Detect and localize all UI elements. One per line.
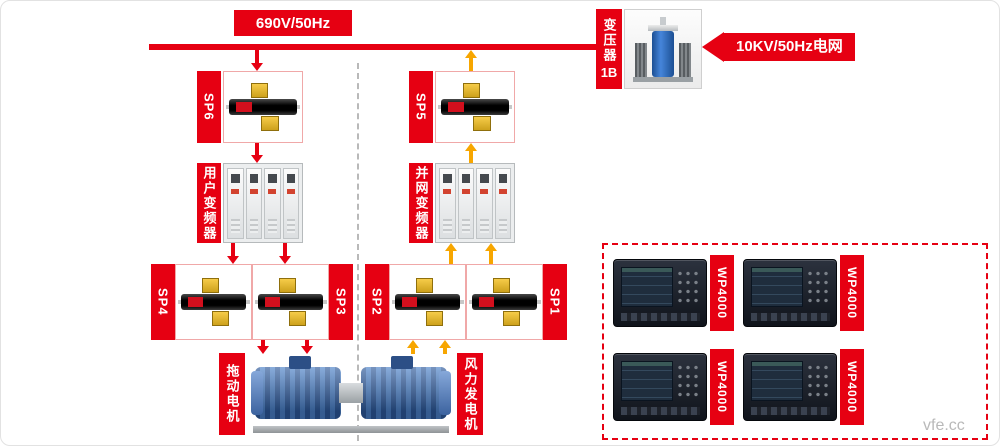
wp4000-image — [613, 259, 707, 327]
wp4000-unit: WP4000 — [613, 255, 734, 331]
sp6-label: SP6 — [197, 71, 221, 143]
divider-line — [357, 63, 359, 441]
wp4000-image — [743, 259, 837, 327]
power-flow-arrow-down — [257, 340, 269, 354]
grid-converter-label: 并网变频器 — [409, 163, 433, 243]
power-flow-arrow-down — [251, 143, 263, 163]
wp4000-label: WP4000 — [710, 255, 734, 331]
power-flow-arrow-down — [227, 243, 239, 264]
sp5-label: SP5 — [409, 71, 433, 143]
transformer-image — [624, 9, 702, 89]
bus-line — [149, 44, 601, 50]
power-flow-arrow-up — [465, 143, 477, 163]
power-flow-arrow-up — [445, 243, 457, 264]
transformer-name: 变压器 — [601, 18, 617, 63]
wp4000-unit: WP4000 — [613, 349, 734, 425]
measurement-panel — [602, 243, 988, 440]
wp4000-unit: WP4000 — [743, 255, 864, 331]
user-converter-image — [223, 163, 303, 243]
sp4-sensor-image — [175, 264, 252, 340]
sp5-sensor-image — [435, 71, 515, 143]
wp4000-label: WP4000 — [840, 255, 864, 331]
power-flow-arrow-up — [485, 243, 497, 264]
power-flow-arrow-down — [251, 50, 263, 71]
motor-pair-image — [247, 351, 455, 437]
sp3-sensor-image — [252, 264, 329, 340]
watermark: vfe.cc — [923, 417, 965, 434]
sp4-label: SP4 — [151, 264, 175, 340]
power-flow-arrow-down — [301, 340, 313, 354]
power-flow-arrow-up — [407, 340, 419, 354]
grid-arrow-icon — [702, 32, 724, 62]
user-converter-label: 用户变频器 — [197, 163, 221, 243]
wp4000-label: WP4000 — [710, 349, 734, 425]
power-flow-arrow-up — [439, 340, 451, 354]
transformer-label: 变压器 1B — [596, 9, 622, 89]
grid-converter-image — [435, 163, 515, 243]
sp2-label: SP2 — [365, 264, 389, 340]
sp2-sensor-image — [389, 264, 466, 340]
sp1-label: SP1 — [543, 264, 567, 340]
wind-generator-label: 风力发电机 — [457, 353, 483, 435]
sp1-sensor-image — [466, 264, 543, 340]
bus-voltage-label: 690V/50Hz — [234, 10, 352, 36]
drag-motor-label: 拖动电机 — [219, 353, 245, 435]
sp3-label: SP3 — [329, 264, 353, 340]
wp4000-label: WP4000 — [840, 349, 864, 425]
power-flow-arrow-up — [465, 50, 477, 71]
transformer-id: 1B — [600, 65, 618, 80]
wp4000-unit: WP4000 — [743, 349, 864, 425]
wp4000-image — [613, 353, 707, 421]
wp4000-image — [743, 353, 837, 421]
grid-label: 10KV/50Hz电网 — [724, 33, 855, 61]
sp6-sensor-image — [223, 71, 303, 143]
power-flow-arrow-down — [279, 243, 291, 264]
